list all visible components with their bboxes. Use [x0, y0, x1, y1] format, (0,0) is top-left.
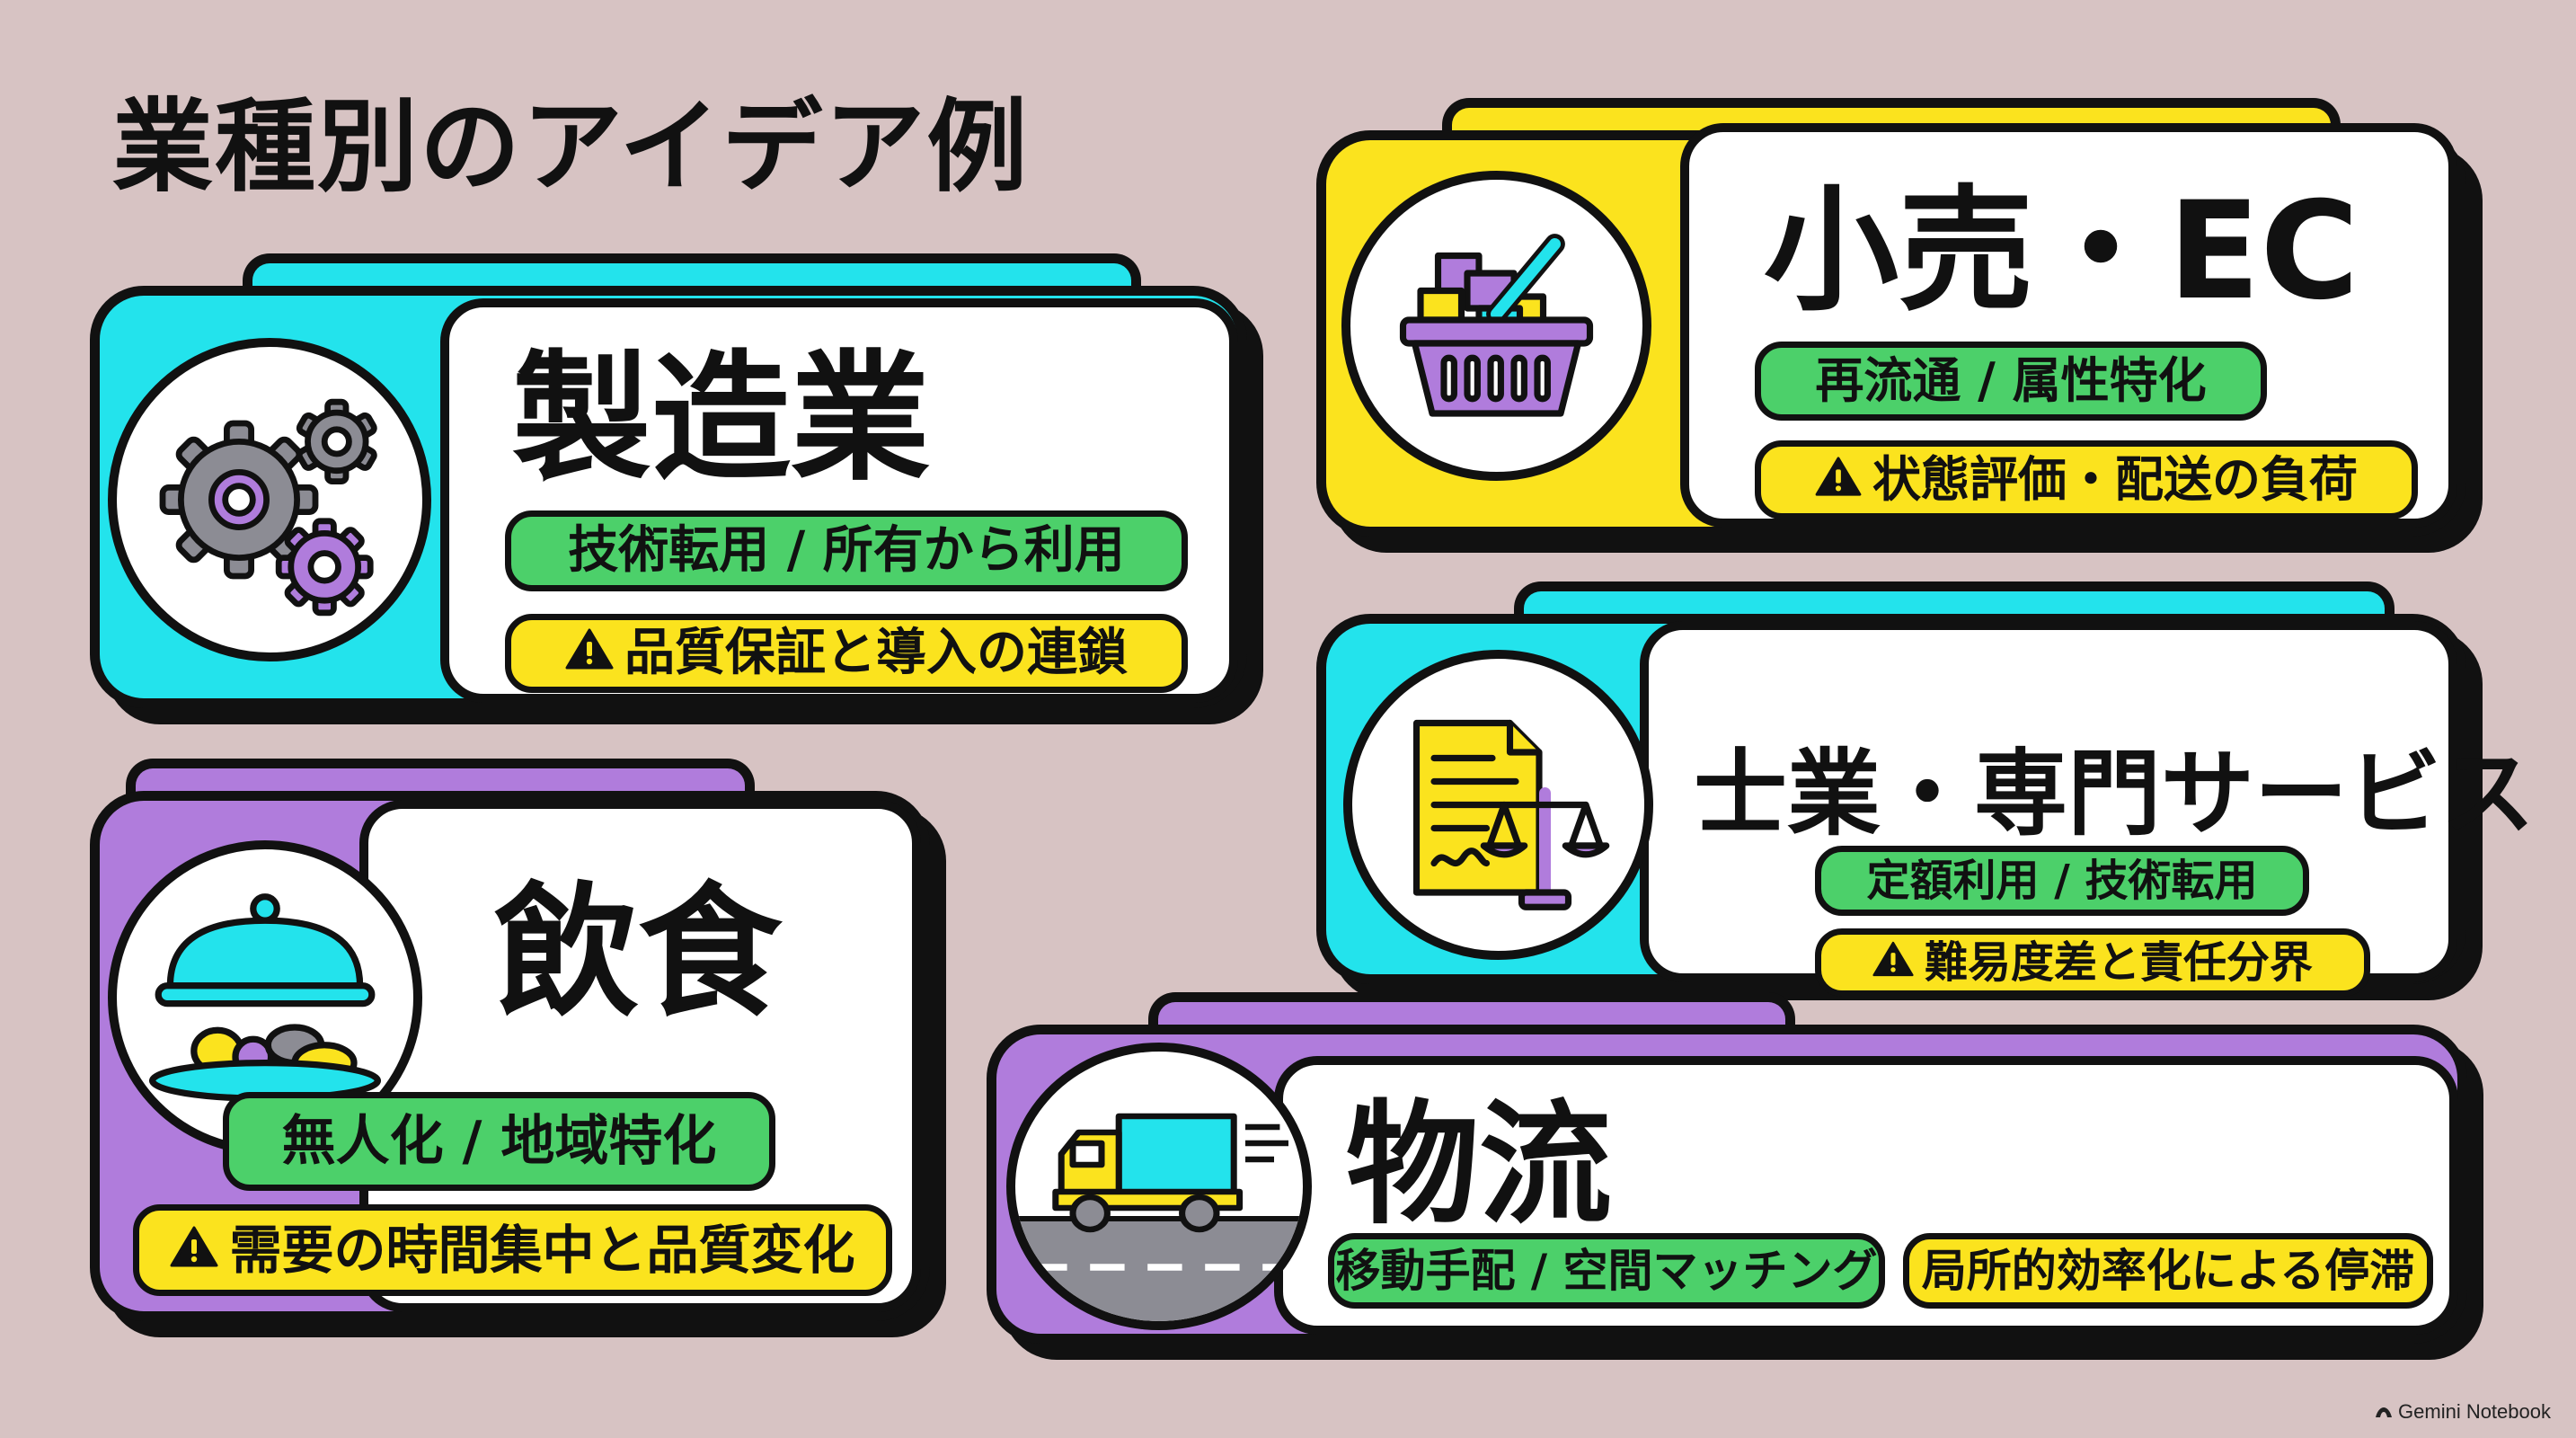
card-retail: 小売・EC 再流通 / 属性特化 状態評価・配送の負荷 [1316, 98, 2483, 553]
warning-icon [565, 627, 614, 679]
card-title: 製造業 [512, 337, 930, 500]
card-manufacturing: 製造業 技術転用 / 所有から利用 品質保証と導入の連鎖 [90, 253, 1263, 724]
delivery-truck-icon [1006, 1043, 1312, 1330]
idea-badge: 技術転用 / 所有から利用 [505, 510, 1188, 591]
risk-badge: 品質保証と導入の連鎖 [505, 614, 1188, 693]
shopping-basket-icon [1341, 171, 1651, 481]
risk-badge: 局所的効率化による停滞 [1903, 1233, 2433, 1309]
card-professional: 士業・専門サービス 定額利用 / 技術転用 難易度差と責任分界 [1316, 581, 2535, 1000]
idea-text: 無人化 / 地域特化 [281, 1110, 717, 1173]
card-logistics: 物流 移動手配 / 空間マッチング 局所的効率化による停滞 [987, 992, 2483, 1360]
idea-badge: 定額利用 / 技術転用 [1815, 846, 2309, 916]
gears-icon [108, 338, 431, 661]
brand-watermark: Gemini Notebook [2375, 1400, 2551, 1424]
card-food: 飲食 無人化 / 地域特化 需要の時間集中と品質変化 [90, 759, 946, 1337]
risk-text: 状態評価・配送の負荷 [1872, 451, 2358, 508]
risk-text: 局所的効率化による停滞 [1921, 1245, 2415, 1297]
page-title: 業種別のアイデア例 [112, 89, 1030, 206]
warning-icon [170, 1224, 218, 1276]
risk-badge: 需要の時間集中と品質変化 [133, 1204, 892, 1296]
risk-text: 難易度差と責任分界 [1924, 937, 2313, 988]
card-title: 小売・EC [1764, 173, 2359, 330]
document-scales-icon [1343, 650, 1653, 960]
card-title: 士業・専門サービス [1694, 739, 2536, 848]
risk-badge: 難易度差と責任分界 [1815, 928, 2370, 997]
idea-badge: 無人化 / 地域特化 [223, 1092, 775, 1191]
idea-text: 技術転用 / 所有から利用 [568, 521, 1125, 580]
idea-badge: 再流通 / 属性特化 [1755, 342, 2267, 421]
gemini-logo-icon [2375, 1400, 2393, 1424]
idea-text: 再流通 / 属性特化 [1815, 352, 2207, 409]
idea-badge: 移動手配 / 空間マッチング [1328, 1233, 1885, 1309]
risk-text: 品質保証と導入の連鎖 [624, 624, 1128, 682]
warning-icon [1872, 940, 1914, 985]
card-title: 飲食 [494, 868, 783, 1036]
card-title: 物流 [1346, 1087, 1612, 1242]
risk-badge: 状態評価・配送の負荷 [1755, 440, 2418, 519]
warning-icon [1815, 456, 1862, 505]
idea-text: 移動手配 / 空間マッチング [1335, 1245, 1878, 1297]
risk-text: 需要の時間集中と品質変化 [229, 1220, 855, 1281]
idea-text: 定額利用 / 技術転用 [1866, 856, 2258, 906]
